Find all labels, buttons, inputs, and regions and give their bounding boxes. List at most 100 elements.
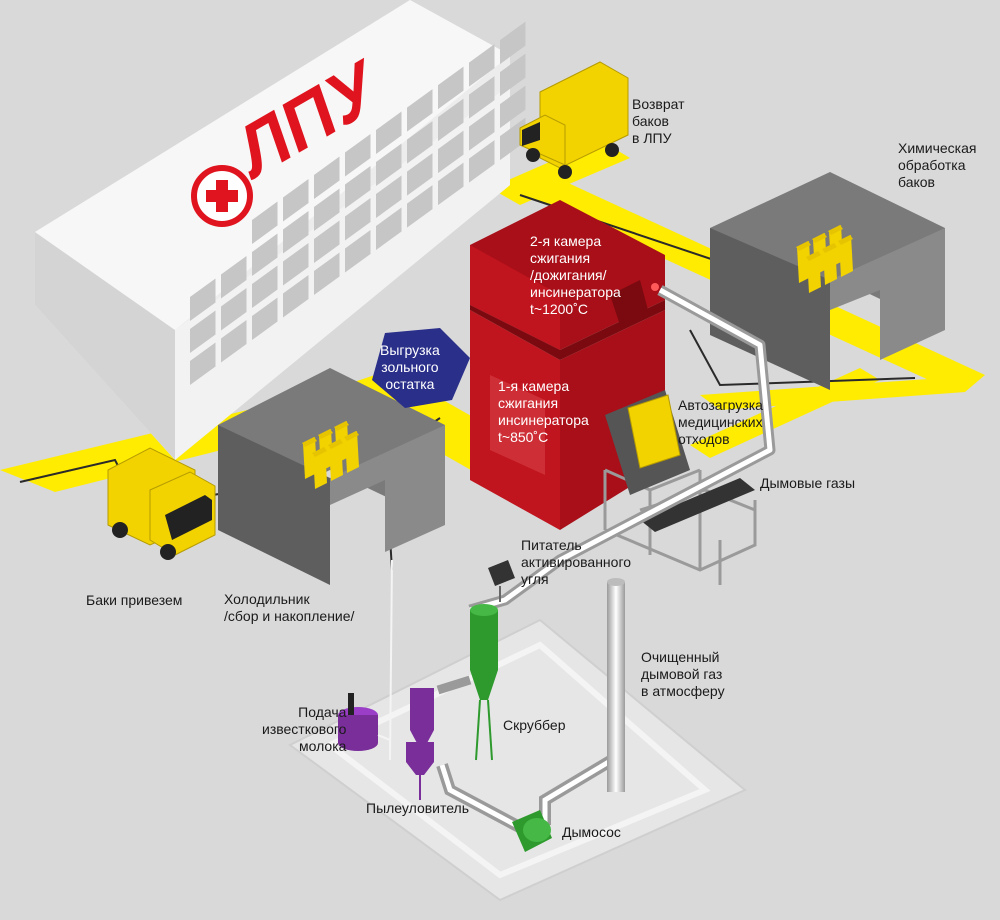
carbon-feeder	[488, 560, 515, 586]
waste-tank-lid	[838, 235, 853, 245]
building-window	[438, 98, 464, 142]
building-window	[345, 198, 371, 241]
waste-tank-lid	[328, 439, 343, 449]
ash-door	[610, 280, 648, 325]
incinerator	[470, 200, 665, 530]
return-truck	[519, 61, 629, 179]
stack-feed-pipe-highlight	[542, 757, 614, 825]
building-window	[283, 275, 309, 318]
building-window	[283, 211, 309, 254]
lime-milk-tank	[338, 693, 378, 751]
waste-tank-lid	[318, 429, 333, 439]
building-window	[283, 179, 309, 222]
building-window	[500, 117, 526, 161]
building-window	[407, 89, 433, 132]
building-window	[500, 21, 526, 65]
building-window	[252, 233, 278, 277]
medical-waste-bin	[627, 394, 681, 469]
building-window	[407, 153, 433, 196]
building-window	[469, 44, 495, 87]
chamber1-panel	[490, 375, 545, 475]
building-window	[500, 85, 526, 129]
building-window	[438, 162, 464, 206]
building-window	[345, 166, 371, 209]
dust-collector	[406, 688, 434, 800]
chamber1-label: 1-я камера сжигания инсинератора t~850˚С	[498, 378, 589, 445]
building-window	[469, 108, 495, 151]
ash-unload-label: Выгрузка зольного остатка	[380, 342, 440, 392]
smoke-exhauster-label: Дымосос	[562, 824, 621, 840]
waste-tank	[313, 447, 327, 489]
waste-tank	[823, 243, 837, 285]
conveyor-belt	[640, 478, 755, 532]
building-window	[252, 201, 278, 245]
building-window	[469, 76, 495, 119]
carbon-feeder-label: Питатель активированного угля	[521, 537, 632, 587]
building-window	[407, 121, 433, 164]
tanks-bring-label: Баки привезем	[86, 592, 183, 608]
exhauster-pipe-highlight	[439, 764, 527, 833]
building-window	[190, 310, 216, 353]
chemical-treatment-label: Химическая обработка баков	[898, 140, 977, 190]
building-window	[345, 134, 371, 177]
building-window	[314, 252, 340, 296]
building-window	[438, 66, 464, 110]
building-window	[221, 288, 247, 331]
waste-tank-lid	[302, 437, 317, 447]
tanks-group-chemical	[796, 225, 853, 293]
building-window	[376, 143, 402, 187]
equipment-ground-pad	[288, 618, 747, 902]
building-window	[438, 130, 464, 174]
building-window	[376, 175, 402, 219]
building-window	[407, 185, 433, 228]
delivery-truck	[107, 447, 216, 560]
building-window	[252, 297, 278, 341]
building-window	[221, 320, 247, 363]
waste-tank-lid	[334, 421, 349, 431]
building-window	[221, 256, 247, 299]
waste-tank	[797, 241, 811, 283]
building-window	[314, 188, 340, 232]
waste-tank	[807, 251, 821, 293]
autoload-label: Автозагрузка медицинских отходов	[678, 397, 763, 447]
building-window	[314, 156, 340, 200]
building-window	[283, 243, 309, 286]
building-window	[376, 111, 402, 155]
building-window	[500, 53, 526, 97]
waste-tank	[329, 439, 343, 481]
building-window	[314, 220, 340, 264]
building-window	[252, 265, 278, 309]
dust-collector-label: Пылеуловитель	[366, 800, 470, 816]
building-window	[190, 342, 216, 385]
flue-gases-label: Дымовые газы	[760, 475, 856, 491]
scrubber-label: Скруббер	[503, 717, 566, 733]
waste-tank-lid	[312, 447, 327, 457]
chamber2-label: 2-я камера сжигания /дожигания/ инсинера…	[530, 233, 621, 317]
waste-tank	[303, 437, 317, 479]
building-window	[376, 207, 402, 251]
ash-unload-badge	[372, 328, 470, 408]
gas-pipe-to-dust	[436, 675, 472, 695]
waste-tank-lid	[344, 431, 359, 441]
waste-tank-lid	[796, 241, 811, 251]
waste-tank-lid	[812, 233, 827, 243]
equipment-pad-border	[324, 641, 711, 879]
return-tanks-label: Возврат баков в ЛПУ	[632, 96, 685, 146]
lime-milk-line	[377, 559, 393, 761]
waste-tank	[345, 431, 359, 473]
fridge-label: Холодильник /сбор и накопление/	[224, 591, 355, 624]
scrubber	[470, 604, 498, 761]
building-window	[469, 140, 495, 183]
chimney	[607, 578, 625, 792]
building-window	[345, 230, 371, 273]
smoke-exhauster	[512, 810, 552, 852]
building-windows	[190, 21, 526, 385]
tanks-group-storage	[302, 421, 359, 489]
waste-tank-lid	[822, 243, 837, 253]
clean-gas-label: Очищенный дымовой газ в атмосферу	[641, 649, 725, 699]
lime-milk-label: Подача известкового молока	[262, 704, 347, 754]
waste-tank-lid	[828, 225, 843, 235]
waste-tank	[839, 235, 853, 277]
